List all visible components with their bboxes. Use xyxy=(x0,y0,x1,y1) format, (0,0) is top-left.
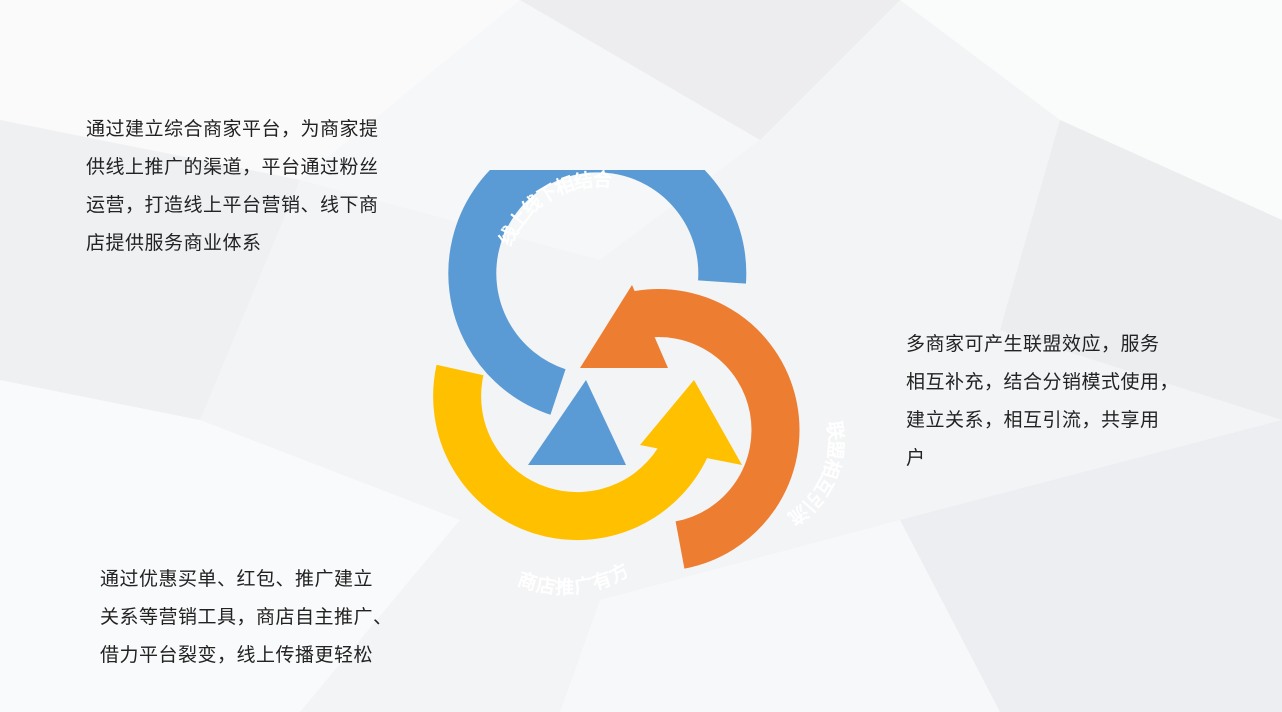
description-line: 多商家可产生联盟效应，服务 xyxy=(906,333,1160,355)
orange-arrowhead xyxy=(580,285,668,368)
orange-arc xyxy=(632,289,800,569)
yellow-arc xyxy=(433,364,711,541)
blue-arrowhead xyxy=(528,380,626,465)
orange-arc-group xyxy=(580,285,800,569)
yellow-arc-group xyxy=(433,364,742,541)
description-line: 借力平台裂变，线上传播更轻松 xyxy=(100,644,374,666)
description-line: 户 xyxy=(906,447,926,469)
description-line: 相互补充，结合分销模式使用， xyxy=(906,371,1180,393)
blue-arc-group xyxy=(448,170,747,465)
description-line: 建立关系，相互引流，共享用 xyxy=(906,409,1160,431)
description-alliance: 多商家可产生联盟效应，服务 相互补充，结合分销模式使用， 建立关系，相互引流，共… xyxy=(906,325,1179,477)
description-line: 店提供服务商业体系 xyxy=(86,232,262,254)
description-online-offline: 通过建立综合商家平台，为商家提 供线上推广的渠道，平台通过粉丝 运营，打造线上平… xyxy=(86,110,379,262)
description-line: 关系等营销工具，商店自主推广、 xyxy=(100,606,393,628)
yellow-arc-label: 商店推广有方 xyxy=(515,559,633,599)
cycle-diagram: 线上线下相结合 商店推广有方 联盟相互引流 xyxy=(433,170,847,599)
description-line: 运营，打造线上平台营销、线下商 xyxy=(86,194,379,216)
yellow-arrowhead xyxy=(640,380,742,465)
description-store-promotion: 通过优惠买单、红包、推广建立 关系等营销工具，商店自主推广、 借力平台裂变，线上… xyxy=(100,560,393,674)
description-line: 通过优惠买单、红包、推广建立 xyxy=(100,568,374,590)
description-line: 通过建立综合商家平台，为商家提 xyxy=(86,118,379,140)
description-line: 供线上推广的渠道，平台通过粉丝 xyxy=(86,156,379,178)
blue-arc xyxy=(448,170,747,415)
